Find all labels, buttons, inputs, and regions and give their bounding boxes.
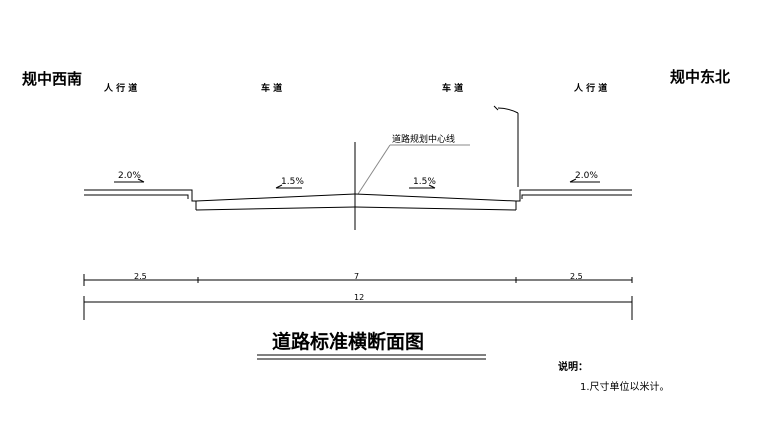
street-lamp-icon (493, 105, 519, 187)
svg-text:1.5%: 1.5% (413, 177, 436, 187)
svg-text:2.0%: 2.0% (575, 171, 598, 181)
zone-label-carriageway-left: 车 道 (261, 82, 282, 94)
slope-marker-sidewalk-left: 2.0% (114, 171, 145, 183)
right-end-label: 规中东北 (670, 68, 730, 86)
svg-text:2.0%: 2.0% (118, 171, 141, 181)
left-end-label: 规中西南 (22, 70, 82, 88)
dimension-total: 12 (354, 293, 364, 302)
note-item: 1.尺寸单位以米计。 (580, 380, 670, 393)
road-profile (84, 189, 632, 211)
segment-dimension-line: 2.5 7 2.5 (83, 272, 633, 286)
total-dimension-line: 12 (83, 293, 633, 320)
zone-label-sidewalk-right: 人 行 道 (573, 82, 607, 94)
zone-label-carriageway-right: 车 道 (442, 82, 463, 94)
center-line-label: 道路规划中心线 (392, 133, 455, 145)
dimension-sidewalk-right: 2.5 (570, 272, 583, 281)
dimension-sidewalk-left: 2.5 (134, 272, 147, 281)
zone-label-sidewalk-left: 人 行 道 (103, 82, 137, 94)
slope-marker-sidewalk-right: 2.0% (569, 171, 600, 183)
drawing-title: 道路标准横断面图 (272, 330, 424, 353)
slope-marker-carriageway-left: 1.5% (275, 177, 304, 189)
dimension-carriageway: 7 (354, 272, 359, 281)
slope-marker-carriageway-right: 1.5% (409, 177, 436, 189)
svg-text:1.5%: 1.5% (281, 177, 304, 187)
center-line-leader (357, 144, 391, 195)
note-heading: 说明： (558, 360, 588, 373)
